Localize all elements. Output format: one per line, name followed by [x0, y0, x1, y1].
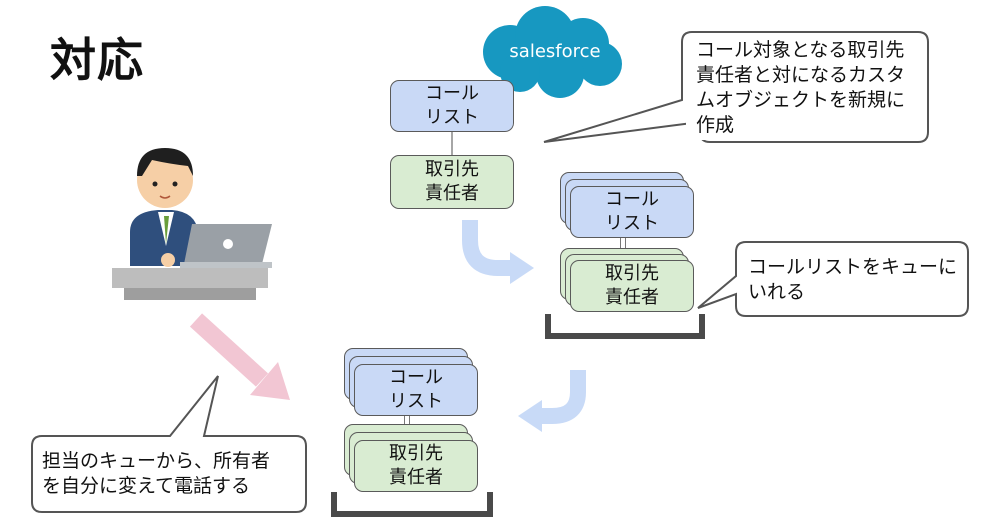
flow-arrow-blue-1 — [462, 220, 534, 284]
call-list-box-queue: コール リスト — [570, 186, 694, 238]
callout-change-owner-and-call: 担当のキューから、所有者 を自分に変えて電話する — [42, 450, 271, 497]
callout-bubble-top — [543, 31, 929, 143]
queue-tray-bottom — [331, 492, 493, 517]
connector-double-line — [620, 238, 626, 252]
account-owner-box-queue: 取引先 責任者 — [570, 260, 694, 312]
callout-bubble-middle — [697, 241, 969, 317]
person-at-laptop-illustration — [112, 148, 272, 300]
salesforce-logo: salesforce — [509, 41, 601, 62]
callout-create-custom-object: コール対象となる取引先 責任者と対になるカスタ ムオブジェクトを新規に 作成 — [696, 39, 906, 136]
call-list-box: コール リスト — [390, 80, 514, 132]
callout-bubble-bottom — [31, 375, 307, 513]
connector-double-line — [404, 416, 410, 428]
flow-arrow-pink — [189, 313, 290, 400]
account-owner-box-owned: 取引先 責任者 — [354, 440, 478, 492]
queue-tray-middle — [545, 314, 705, 339]
flow-arrow-blue-2 — [518, 370, 586, 432]
call-list-box-owned: コール リスト — [354, 364, 478, 416]
callout-enqueue-call-list: コールリストをキューに いれる — [748, 256, 958, 303]
account-owner-box: 取引先 責任者 — [390, 155, 514, 209]
page-title: 対応 — [50, 33, 144, 87]
